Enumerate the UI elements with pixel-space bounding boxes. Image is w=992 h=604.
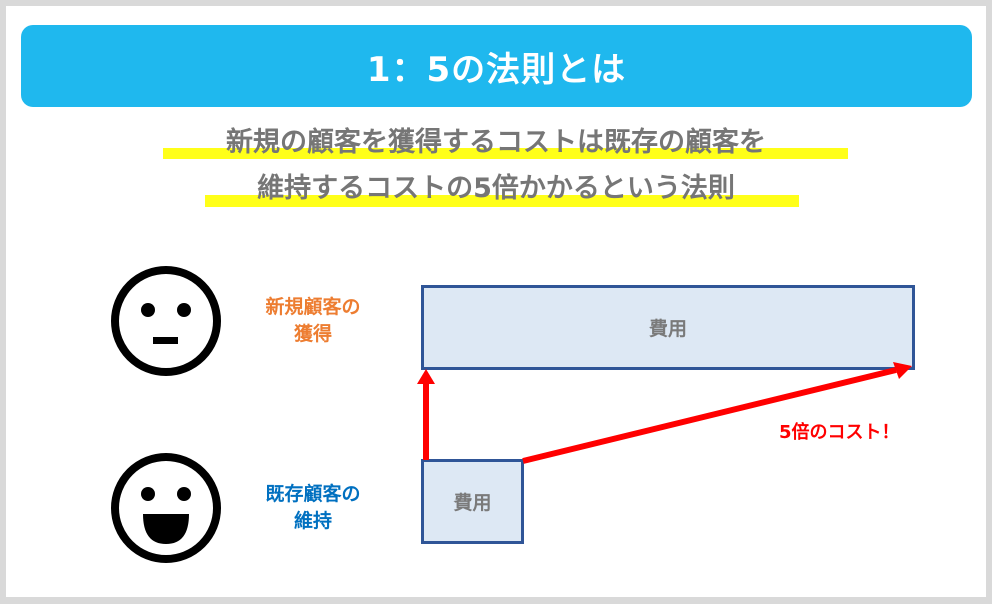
retention-cost-box: 費用 [421,459,524,544]
acquisition-cost-box: 費用 [421,285,915,370]
existing-customer-label-line1: 既存顧客の [265,483,361,505]
new-customer-label: 新規顧客の 獲得 [243,294,383,348]
subtitle-line-1: 新規の顧客を獲得するコストは既存の顧客を [226,127,766,158]
new-customer-label-line1: 新規顧客の [265,296,361,318]
title-banner: 1：5の法則とは [21,25,972,107]
page-title: 1：5の法則とは [366,49,627,90]
smiling-face-icon [110,452,222,564]
subtitle-line-2: 維持するコストの5倍かかるという法則 [257,173,735,204]
highlight-line-1 [163,148,848,159]
five-times-cost-annotation: 5倍のコスト！ [779,422,900,443]
existing-customer-label-line2: 維持 [293,510,332,532]
retention-cost-label: 費用 [453,492,492,514]
acquisition-cost-label: 費用 [648,318,687,340]
neutral-face-icon [110,265,222,377]
existing-customer-label: 既存顧客の 維持 [243,481,383,535]
highlight-line-2 [205,195,799,207]
new-customer-label-line2: 獲得 [293,323,332,345]
